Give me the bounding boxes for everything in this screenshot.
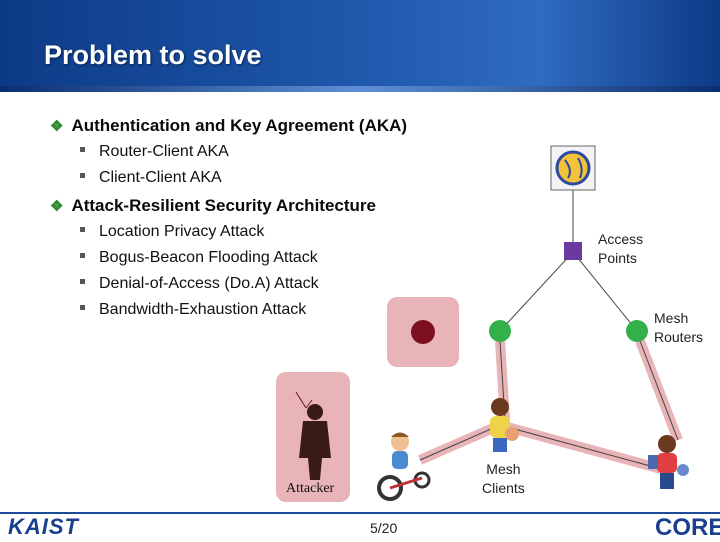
sub-bullet: Bogus-Beacon Flooding Attack — [80, 249, 318, 267]
bullet-label: Authentication and Key Agreement (AKA) — [71, 116, 408, 135]
diamond-bullet-icon: ❖ — [50, 118, 64, 135]
sub-bullet-label: Client-Client AKA — [99, 169, 222, 186]
footer-divider — [0, 512, 720, 514]
link-line — [572, 251, 638, 332]
attacker-label: Attacker — [286, 481, 335, 496]
sub-bullet-label: Location Privacy Attack — [99, 223, 265, 240]
mesh-clients-label: Mesh Clients — [482, 460, 525, 498]
square-bullet-icon — [80, 279, 85, 285]
square-bullet-icon — [80, 305, 85, 311]
label-line: Clients — [482, 480, 525, 496]
sub-bullet-label: Denial-of-Access (Do.A) Attack — [99, 275, 319, 292]
link-line — [499, 251, 574, 332]
sub-bullet: Router-Client AKA — [80, 143, 229, 161]
square-bullet-icon — [80, 253, 85, 259]
square-bullet-icon — [80, 227, 85, 233]
wireless-link — [417, 419, 667, 475]
label-line: Mesh — [486, 461, 521, 477]
page-number: 5/20 — [370, 520, 398, 536]
access-point-node — [564, 242, 582, 260]
bullet-security-architecture: ❖ Attack-Resilient Security Architecture — [50, 196, 376, 216]
square-bullet-icon — [80, 147, 85, 153]
sub-bullet-label: Router-Client AKA — [99, 143, 229, 160]
mesh-client-child-icon — [648, 435, 689, 489]
sub-bullet: Bandwidth-Exhaustion Attack — [80, 301, 306, 319]
core-logo: CORE — [655, 514, 720, 541]
access-points-label: Access Points — [598, 230, 643, 268]
label-line: Access — [598, 231, 644, 247]
slide-header — [0, 0, 720, 92]
label-line: Routers — [654, 329, 704, 345]
slide-title: Problem to solve — [44, 40, 262, 70]
sub-bullet-label: Bandwidth-Exhaustion Attack — [99, 301, 307, 318]
mesh-client-bike-icon — [377, 432, 431, 501]
mesh-router-node — [489, 320, 511, 342]
square-bullet-icon — [80, 173, 85, 179]
sub-bullet: Location Privacy Attack — [80, 223, 264, 241]
sub-bullet: Client-Client AKA — [80, 169, 222, 187]
bullet-aka: ❖ Authentication and Key Agreement (AKA) — [50, 116, 407, 136]
label-line: Points — [598, 250, 637, 266]
mesh-routers-label: Mesh Routers — [654, 309, 703, 347]
mesh-client-child-icon — [490, 398, 519, 452]
attacker-figure-icon — [295, 391, 331, 480]
sub-bullet: Denial-of-Access (Do.A) Attack — [80, 275, 319, 293]
diamond-bullet-icon: ❖ — [50, 198, 64, 215]
label-line: Mesh — [654, 310, 689, 326]
internet-globe-icon — [550, 145, 596, 191]
link-line — [639, 340, 679, 441]
kaist-logo: KAIST — [8, 514, 79, 539]
attack-node-icon — [411, 320, 435, 344]
mesh-router-node — [626, 320, 648, 342]
sub-bullet-label: Bogus-Beacon Flooding Attack — [99, 249, 318, 266]
bullet-label: Attack-Resilient Security Architecture — [71, 196, 376, 215]
